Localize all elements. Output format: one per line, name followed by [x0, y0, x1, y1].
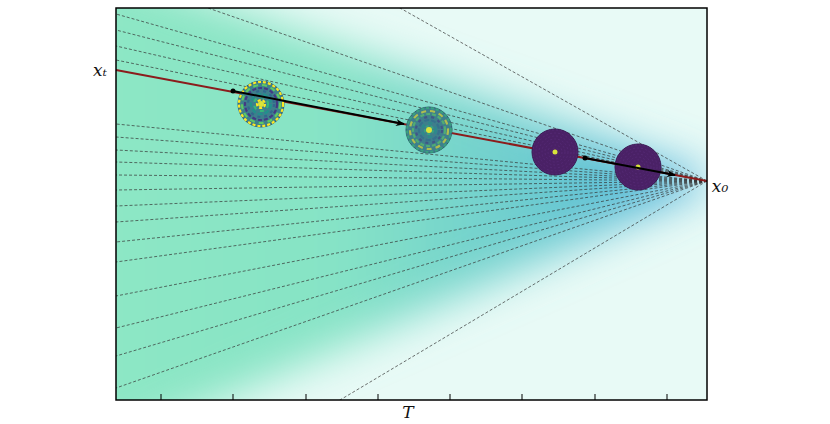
sample-sphere: [406, 107, 452, 153]
axis-tick: [233, 394, 234, 400]
dashed-ray: [116, 181, 707, 387]
end-state-label: x₀: [712, 178, 728, 195]
sphere-ring: [413, 114, 445, 146]
dashed-ray: [116, 181, 707, 238]
step-arrows: [231, 89, 676, 176]
axis-tick: [378, 394, 379, 400]
start-state-label: xₜ: [93, 62, 107, 79]
sphere-ring: [410, 111, 448, 149]
sphere-ring: [242, 85, 280, 123]
sphere-body: [238, 81, 284, 127]
step-arrow: [585, 158, 675, 175]
sphere-center: [426, 127, 432, 133]
dashed-ray: [116, 181, 707, 342]
sphere-ring: [542, 139, 568, 165]
sphere-ring: [536, 133, 574, 171]
dashed-ray: [116, 181, 707, 400]
sphere-ring: [533, 130, 577, 174]
step-dot: [583, 156, 588, 161]
dashed-ray: [277, 8, 707, 181]
sphere-center: [553, 150, 558, 155]
axis-label: T: [402, 404, 413, 421]
step-arrow: [233, 91, 404, 124]
axis-tick: [450, 394, 451, 400]
sphere-ring: [545, 142, 565, 162]
dashed-ray: [116, 181, 707, 400]
step-dot: [231, 89, 236, 94]
axis-tick: [161, 394, 162, 400]
dashed-ray: [116, 181, 707, 266]
plot-frame: [116, 8, 707, 400]
sphere-center: [258, 101, 264, 107]
trajectory-line: [116, 70, 707, 181]
sphere-ring: [548, 145, 562, 159]
sphere-ring: [245, 88, 277, 120]
sphere-ring: [407, 108, 451, 152]
sphere-ring: [254, 97, 268, 111]
sphere-ring: [239, 82, 283, 126]
sphere-ring: [419, 120, 439, 140]
sample-spheres: [238, 81, 661, 190]
axis-tick: [522, 394, 523, 400]
sphere-ring: [257, 100, 265, 108]
axis-tick: [667, 394, 668, 400]
axis-ticks: [161, 394, 667, 400]
dashed-ray: [193, 181, 707, 400]
axis-tick: [595, 394, 596, 400]
dashed-ray: [116, 181, 707, 194]
sphere-ring: [551, 148, 559, 156]
sphere-ring: [422, 123, 436, 137]
probability-cone: [116, 8, 707, 400]
sphere-ring: [425, 126, 433, 134]
sphere-body: [532, 129, 578, 175]
sample-sphere: [532, 129, 578, 175]
sphere-body: [406, 107, 452, 153]
sphere-ring: [416, 117, 442, 143]
sample-sphere: [238, 81, 284, 127]
trajectory-rays: [116, 8, 707, 400]
axis-tick: [306, 394, 307, 400]
sphere-ring: [539, 136, 571, 168]
